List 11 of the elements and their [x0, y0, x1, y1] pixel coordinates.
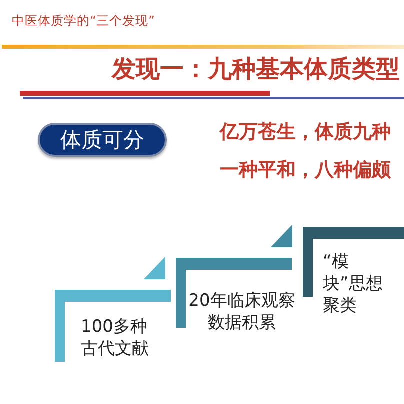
- step-bracket: [55, 290, 171, 362]
- slide-title: 发现一：九种基本体质类型: [112, 54, 400, 85]
- slogan-text: 亿万苍生，体质九种: [220, 120, 391, 145]
- category-badge: 体质可分: [38, 123, 167, 157]
- slogan-text: 一种平和，八种偏颇: [220, 158, 391, 183]
- step-arrow: [270, 224, 292, 248]
- step-text: 20年临床观察数据积累: [188, 290, 296, 334]
- step-text: 100多种古代文献: [81, 316, 150, 360]
- header-text: 中医体质学的“三个发现”: [12, 13, 155, 30]
- step-arrow: [144, 256, 166, 280]
- step-text: “模块”思想聚类: [323, 251, 383, 317]
